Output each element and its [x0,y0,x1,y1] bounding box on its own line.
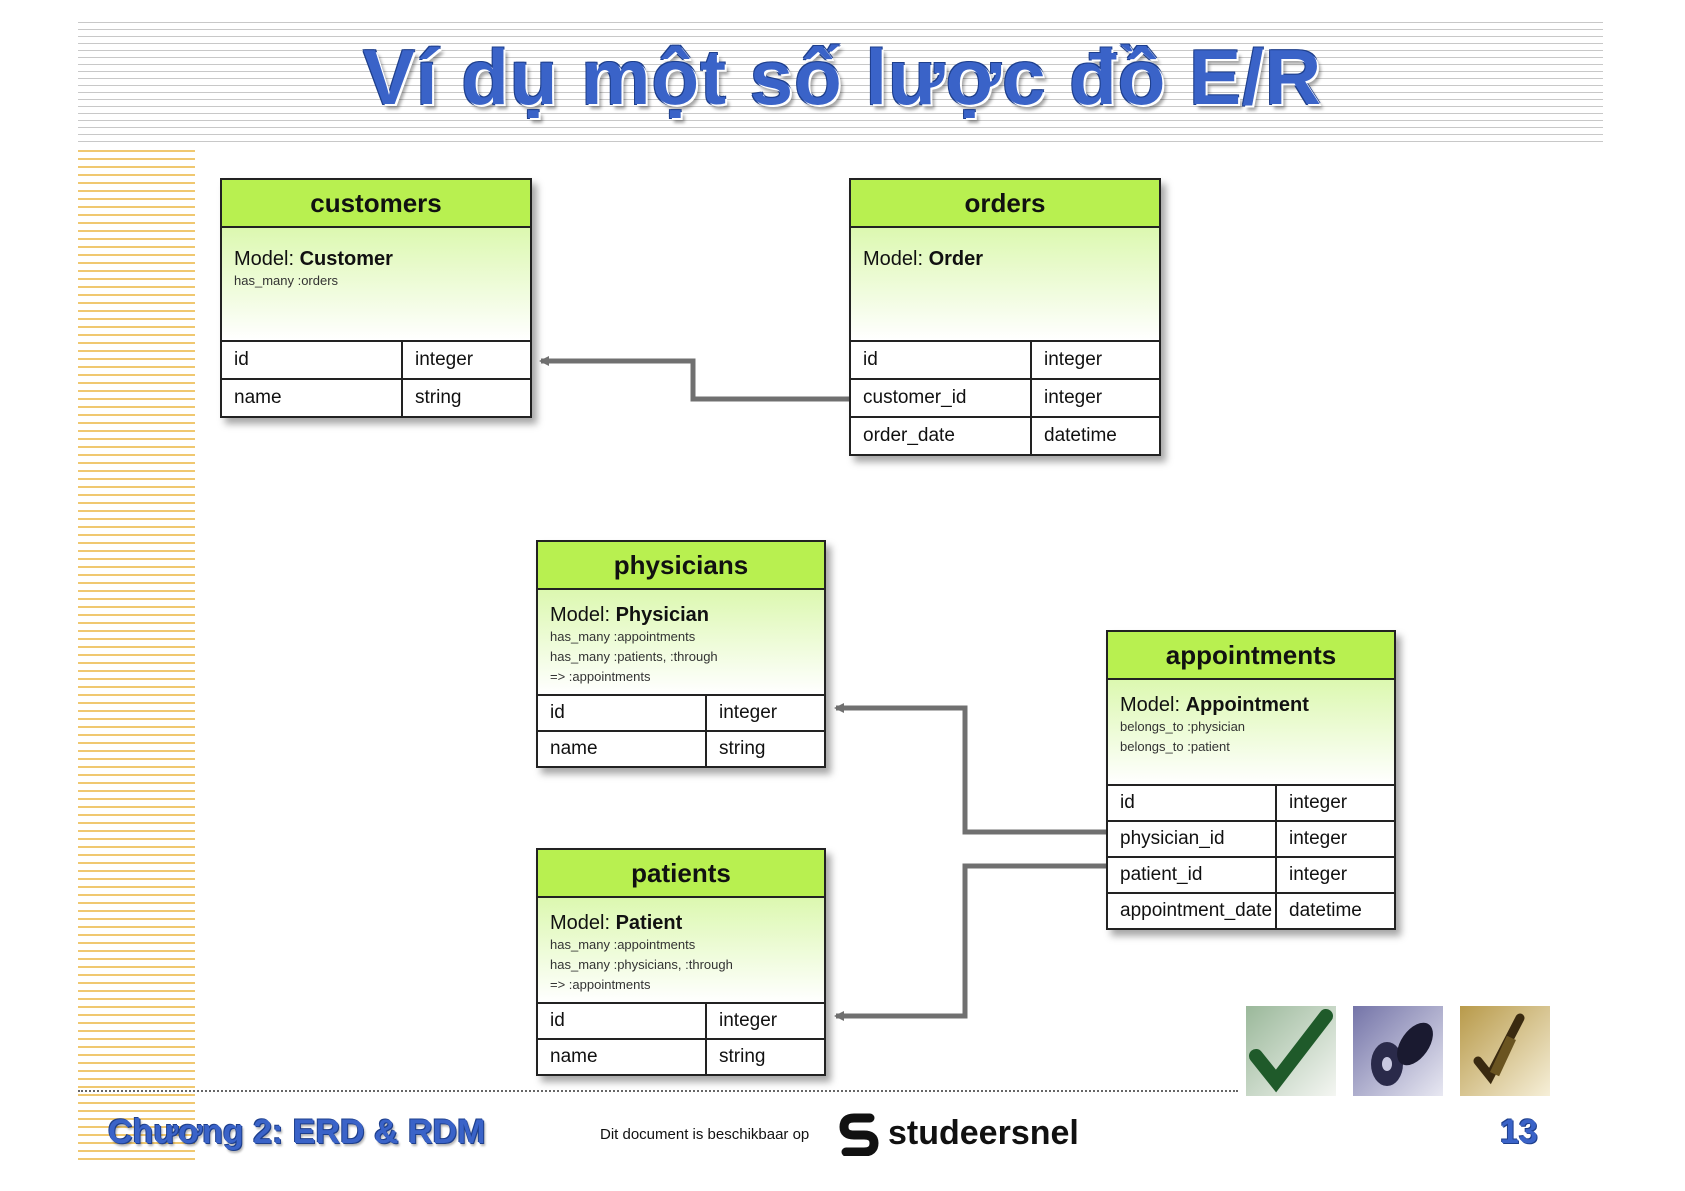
checkmark-image [1246,1006,1336,1096]
model-prefix: Model: [863,248,924,270]
model-prefix: Model: [550,912,611,934]
column-name: order_date [851,418,1032,454]
association: has_many :appointments [550,937,696,952]
chapter-label: Chương 2: ERD & RDM [108,1113,486,1151]
table-row: physician_id integer [1108,822,1394,858]
table-row: appointment_date datetime [1108,894,1394,928]
model-line: Model: Physician [550,604,812,627]
model-prefix: Model: [234,248,295,270]
column-name: id [538,696,707,730]
column-type: integer [1289,864,1348,885]
model-line: Model: Customer [234,248,518,271]
table-orders: orders Model: Order id integer customer_i… [849,178,1161,456]
column-name: name [538,1040,707,1074]
table-physicians: physicians Model: Physician has_many :ap… [536,540,826,768]
column-name: name [222,380,403,416]
column-type: integer [1044,387,1103,408]
column-name: customer_id [851,380,1032,416]
model-prefix: Model: [1120,694,1181,716]
table-title: appointments [1108,632,1394,680]
model-name: Physician [615,604,709,626]
model-line: Model: Appointment [1120,694,1382,717]
association: has_many :orders [234,273,339,288]
footer-divider [78,1090,1238,1092]
model-section: Model: Appointment belongs_to :physician… [1108,680,1394,786]
model-name: Order [928,248,984,270]
column-name: patient_id [1108,858,1277,892]
model-name: Customer [299,248,393,270]
model-section: Model: Order [851,228,1159,342]
model-name: Patient [615,912,683,934]
header-stripes [78,22,1603,144]
table-appointments: appointments Model: Appointment belongs_… [1106,630,1396,930]
table-row: id integer [222,342,530,380]
table-row: id integer [538,1004,824,1040]
association: has_many :appointments [550,629,696,644]
model-section: Model: Customer has_many :orders [222,228,530,342]
model-line: Model: Patient [550,912,812,935]
table-customers: customers Model: Customer has_many :orde… [220,178,532,418]
column-name: appointment_date [1108,894,1277,928]
model-prefix: Model: [550,604,611,626]
table-patients: patients Model: Patient has_many :appoin… [536,848,826,1076]
table-row: id integer [1108,786,1394,822]
table-row: order_date datetime [851,418,1159,454]
page-number: 13 [1500,1113,1538,1151]
model-name: Appointment [1185,694,1309,716]
table-row: name string [538,732,824,766]
availability-text: Dit document is beschikbaar op [600,1126,810,1143]
column-type: integer [1044,349,1103,370]
column-name: name [538,732,707,766]
column-type: string [719,1046,766,1067]
left-stripes [78,150,195,1165]
appointments-to-physicians-link [834,703,1106,835]
studeersnel-logo[interactable]: studeersnel [836,1110,1079,1156]
column-name: physician_id [1108,822,1277,856]
appointments-to-patients-link [834,863,1106,1021]
table-row: id integer [851,342,1159,380]
association: belongs_to :physician [1120,719,1246,734]
table-title: customers [222,180,530,228]
slide-title: Ví dụ một số lược đồ E/R [362,33,1323,121]
table-row: name string [222,380,530,416]
column-type: integer [719,702,778,723]
disc-image [1353,1006,1443,1096]
table-row: name string [538,1040,824,1074]
column-type: integer [1289,828,1348,849]
table-row: id integer [538,696,824,732]
column-type: string [719,738,766,759]
association: belongs_to :patient [1120,739,1230,754]
studeersnel-icon [839,1113,879,1156]
association: => :appointments [550,669,651,684]
column-name: id [538,1004,707,1038]
column-type: datetime [1044,425,1117,446]
column-type: datetime [1289,900,1362,921]
column-name: id [222,342,403,378]
table-title: orders [851,180,1159,228]
chip-checkmark-image [1460,1006,1550,1096]
column-type: integer [1289,792,1348,813]
table-title: physicians [538,542,824,590]
table-row: patient_id integer [1108,858,1394,894]
table-title: patients [538,850,824,898]
association: has_many :patients, :through [550,649,718,664]
model-line: Model: Order [863,248,1147,271]
column-type: integer [415,349,474,370]
model-section: Model: Physician has_many :appointments … [538,590,824,696]
model-section: Model: Patient has_many :appointments ha… [538,898,824,1004]
column-type: string [415,387,462,408]
brand-name: studeersnel [888,1113,1079,1152]
orders-to-customers-link [539,356,849,402]
column-name: id [851,342,1032,378]
column-name: id [1108,786,1277,820]
table-row: customer_id integer [851,380,1159,418]
association: has_many :physicians, :through [550,957,733,972]
column-type: integer [719,1010,778,1031]
association: => :appointments [550,977,651,992]
